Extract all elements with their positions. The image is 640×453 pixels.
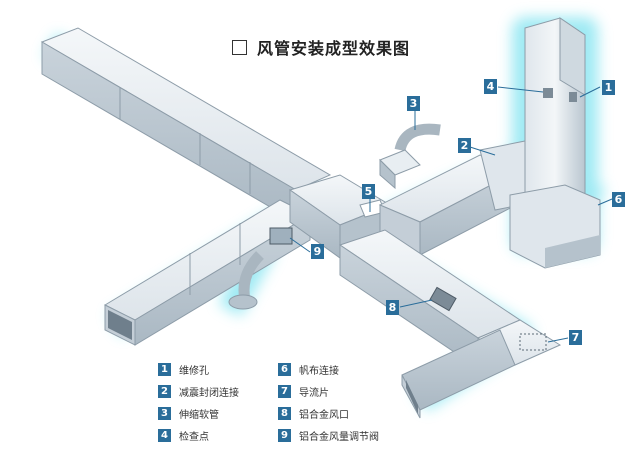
callout-7: 7 [569,330,582,345]
leader-lines [289,86,613,343]
lower-branch [338,229,562,419]
callout-9: 9 [311,244,324,259]
callout-1: 1 [602,80,615,95]
legend-label: 维修孔 [179,366,209,377]
diagram-title: 风管安装成型效果图 [232,34,410,60]
legend: 1 维修孔 6 帆布连接 2 减震封闭连接 7 导流片 3 伸缩软管 8 铝合金风口 4 检查… [158,362,408,443]
callout-3: 3 [407,96,420,111]
flex-duct-lower [228,251,265,310]
title-text: 风管安装成型效果图 [257,39,411,58]
legend-item: 3 伸缩软管 [158,406,278,421]
vertical-stack [509,17,601,269]
legend-item: 9 铝合金风量调节阀 [278,428,408,443]
flex-duct-upper [379,123,441,190]
callout-8: 8 [386,300,399,315]
callout-4: 4 [484,79,497,94]
legend-number: 2 [158,385,171,398]
callout-5: 5 [362,184,375,199]
legend-item: 1 维修孔 [158,362,278,377]
legend-item: 6 帆布连接 [278,362,408,377]
legend-label: 减震封闭连接 [179,388,239,399]
legend-label: 铝合金风口 [299,410,349,421]
legend-item: 8 铝合金风口 [278,406,408,421]
legend-label: 帆布连接 [299,366,339,377]
legend-number: 9 [278,429,291,442]
legend-number: 4 [158,429,171,442]
legend-label: 检查点 [179,432,209,443]
legend-number: 8 [278,407,291,420]
legend-item: 7 导流片 [278,384,408,399]
callout-6: 6 [612,192,625,207]
title-checkbox-icon [232,39,247,55]
legend-label: 铝合金风量调节阀 [299,432,379,443]
damper-symbol [269,227,293,245]
legend-label: 伸缩软管 [179,410,219,421]
legend-number: 1 [158,363,171,376]
legend-number: 6 [278,363,291,376]
left-branch [103,199,312,346]
legend-item: 2 减震封闭连接 [158,384,278,399]
main-trunk [40,27,332,223]
legend-label: 导流片 [299,388,329,399]
legend-number: 7 [278,385,291,398]
callout-2: 2 [458,138,471,153]
legend-number: 3 [158,407,171,420]
legend-item: 4 检查点 [158,428,278,443]
